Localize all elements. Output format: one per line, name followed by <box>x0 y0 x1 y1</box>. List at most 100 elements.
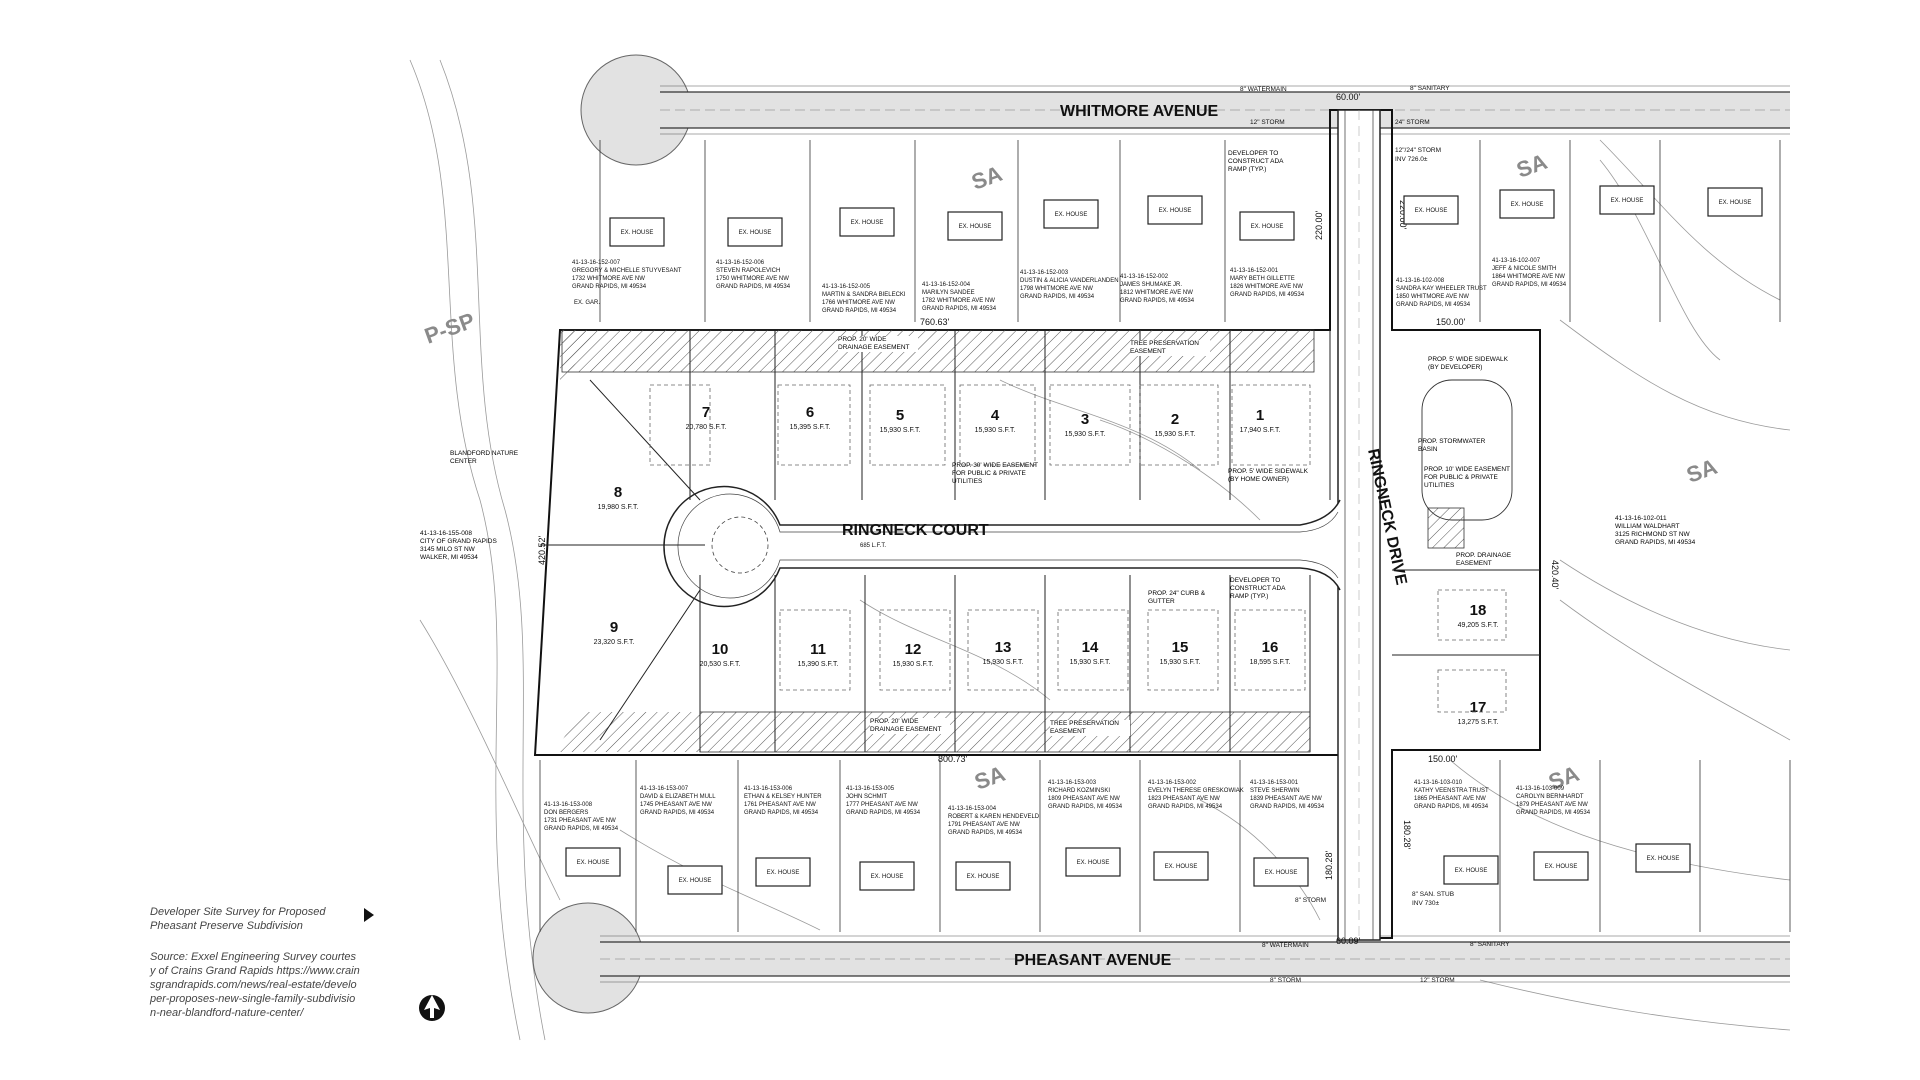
lot-18-area: 49,205 S.F.T. <box>1458 622 1499 629</box>
lot-7-area: 20,780 S.F.T. <box>686 424 727 431</box>
owner-north-line: GRAND RAPIDS, MI 49534 <box>716 284 791 290</box>
owner-north-line: SANDRA KAY WHEELER TRUST <box>1396 286 1487 292</box>
building-envelope <box>869 384 946 466</box>
existing-house <box>1635 843 1691 873</box>
ringneck-drive-road: RINGNECK DRIVE <box>1337 109 1410 941</box>
owner-south-line: ETHAN & KELSEY HUNTER <box>744 794 822 800</box>
existing-house-label: EX. HOUSE <box>1647 856 1680 862</box>
contour-line <box>1559 319 1791 431</box>
caption-arrow-icon <box>364 908 374 922</box>
owner-south-line: GRAND RAPIDS, MI 49534 <box>544 826 619 832</box>
sanitary-south-label: 8" SANITARY <box>1470 941 1510 948</box>
east-top-dim: 150.00' <box>1436 317 1466 327</box>
existing-house-label: EX. HOUSE <box>1077 860 1110 866</box>
lot-labels: 117,940 S.F.T.215,930 S.F.T.315,930 S.F.… <box>594 404 1499 726</box>
owner-south-line: 1839 PHEASANT AVE NW <box>1250 796 1322 802</box>
existing-house <box>1043 199 1099 229</box>
contour-line <box>619 829 821 931</box>
contour-line <box>999 379 1201 471</box>
existing-garage-label: EX. GAR. <box>574 300 600 306</box>
plan-notes: DEVELOPER TO CONSTRUCT ADA RAMP (TYP.) D… <box>450 150 1511 736</box>
lot-17-building-envelope <box>1437 669 1507 713</box>
existing-house <box>859 861 915 891</box>
owner-south-line: 1865 PHEASANT AVE NW <box>1414 796 1486 802</box>
existing-house <box>1599 185 1655 215</box>
owner-south-line: 1745 PHEASANT AVE NW <box>640 802 712 808</box>
stormwater-basin-note: PROP. STORMWATER BASIN <box>1418 438 1486 453</box>
building-envelope <box>1049 384 1131 466</box>
contour-line <box>1559 559 1791 651</box>
caption-title: Developer Site Survey for Proposed Pheas… <box>150 906 326 932</box>
contour-line <box>1559 599 1791 741</box>
existing-house <box>1153 851 1209 881</box>
existing-house <box>565 847 621 877</box>
building-envelope <box>959 384 1036 466</box>
ringneck-court-length: 685 L.F.T. <box>860 543 886 549</box>
lot-17-number: 17 <box>1470 699 1487 716</box>
zone-label-sa-northeast: SA <box>1513 149 1550 183</box>
owner-south-line: 41-13-16-153-007 <box>640 786 689 792</box>
building-envelope <box>777 384 851 466</box>
lot-2-area: 15,930 S.F.T. <box>1155 431 1196 438</box>
ada-ramp-note-south: DEVELOPER TO CONSTRUCT ADA RAMP (TYP.) <box>1230 577 1286 600</box>
existing-house-label: EX. HOUSE <box>1265 870 1298 876</box>
lot-6-area: 15,395 S.F.T. <box>790 424 831 431</box>
north-depth-left-dim: 220.00' <box>1314 210 1324 240</box>
owner-north-line: GRAND RAPIDS, MI 49534 <box>1230 292 1305 298</box>
owner-north-line: 1782 WHITMORE AVE NW <box>922 298 995 304</box>
drainage-easement-note-north: PROP. 20' WIDE DRAINAGE EASEMENT <box>838 336 918 352</box>
existing-house-label: EX. HOUSE <box>1545 864 1578 870</box>
lot-17-area: 13,275 S.F.T. <box>1458 719 1499 726</box>
inv-south-label: INV 730± <box>1412 900 1439 907</box>
storm-inv-label: 12"/24" STORM <box>1395 147 1441 154</box>
owner-south-line: 1791 PHEASANT AVE NW <box>948 822 1020 828</box>
existing-house <box>955 861 1011 891</box>
building-envelope <box>967 609 1039 691</box>
contour-line <box>439 59 546 1041</box>
existing-house-label: EX. HOUSE <box>1165 864 1198 870</box>
lot-1-area: 17,940 S.F.T. <box>1240 427 1281 434</box>
lot-12-area: 15,930 S.F.T. <box>893 661 934 668</box>
existing-house-label: EX. HOUSE <box>767 870 800 876</box>
owner-south-line: 1731 PHEASANT AVE NW <box>544 818 616 824</box>
owner-north-line: GRAND RAPIDS, MI 49534 <box>922 306 997 312</box>
north-arrow-icon <box>419 995 445 1021</box>
owner-south-line: EVELYN THERESE GRESKOWIAK <box>1148 788 1244 794</box>
lot-line <box>599 589 701 741</box>
lot-18-building-envelope <box>1437 589 1507 641</box>
existing-house <box>755 857 811 887</box>
lot-14-area: 15,930 S.F.T. <box>1070 659 1111 666</box>
contour-line <box>1479 979 1791 1031</box>
sidewalk-developer-note: PROP. 5' WIDE SIDEWALK (BY DEVELOPER) <box>1428 356 1508 371</box>
west-hatch-easement <box>560 330 595 390</box>
drainage-easement-east-hatch <box>1427 507 1465 549</box>
existing-house-label: EX. HOUSE <box>1251 224 1284 230</box>
building-envelope <box>1057 609 1129 691</box>
existing-house-label: EX. HOUSE <box>851 220 884 226</box>
lot-15-area: 15,930 S.F.T. <box>1160 659 1201 666</box>
owner-north-line: JAMES SHUMAKE JR. <box>1120 282 1182 288</box>
building-envelope <box>779 609 851 691</box>
owner-south-line: CAROLYN BERNHARDT <box>1516 794 1584 800</box>
west-side-dim: 420.52' <box>537 535 547 565</box>
san-stub-label: 8" SAN. STUB <box>1412 891 1454 898</box>
storm-south-label-2: 12" STORM <box>1420 977 1455 984</box>
existing-house-label: EX. HOUSE <box>1511 202 1544 208</box>
owner-south-line: GRAND RAPIDS, MI 49534 <box>846 810 921 816</box>
lot-10-number: 10 <box>712 641 729 658</box>
owner-south-line: STEVE SHERWIN <box>1250 788 1300 794</box>
existing-house-label: EX. HOUSE <box>967 874 1000 880</box>
owner-north-line: 41-13-16-152-003 <box>1020 270 1069 276</box>
lot-16-number: 16 <box>1262 639 1279 656</box>
owner-south-line: DAVID & ELIZABETH MULL <box>640 794 716 800</box>
owner-south-line: 1777 PHEASANT AVE NW <box>846 802 918 808</box>
lot-4-area: 15,930 S.F.T. <box>975 427 1016 434</box>
contour-line <box>1449 759 1791 881</box>
lot-14-number: 14 <box>1082 639 1099 656</box>
owner-north-line: GRAND RAPIDS, MI 49534 <box>1020 294 1095 300</box>
existing-house <box>727 217 783 247</box>
lot-2-number: 2 <box>1171 411 1179 428</box>
owner-south-line: 1879 PHEASANT AVE NW <box>1516 802 1588 808</box>
storm-south-label-1: 8" STORM <box>1270 977 1301 984</box>
